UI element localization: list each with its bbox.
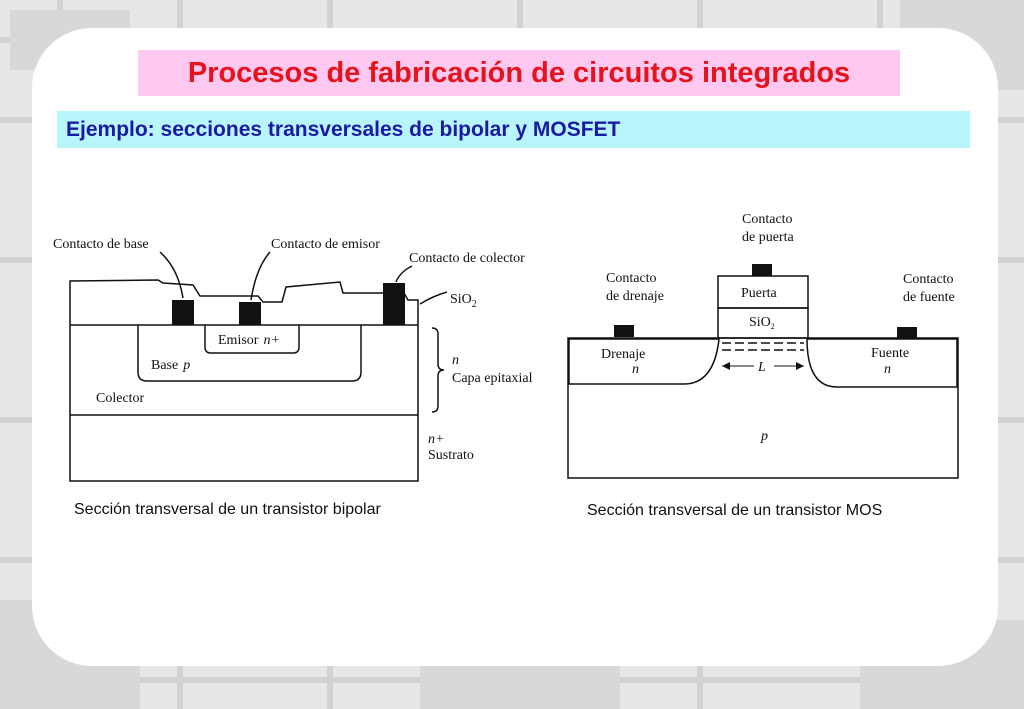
gate-label: Puerta (741, 286, 778, 301)
bipolar-caption: Sección transversal de un transistor bip… (74, 501, 381, 518)
source-region (806, 338, 958, 388)
drain-contact-label-1: Contacto (606, 271, 657, 286)
mos-caption: Sección transversal de un transistor MOS (587, 502, 882, 519)
mos-substrate-type-label: p (760, 429, 768, 444)
emitter-region (204, 325, 300, 354)
drain-contact-pad (614, 325, 634, 337)
collector-contact-leader (395, 265, 413, 283)
bipolar-outline (69, 279, 419, 482)
epitaxial-brace (431, 327, 445, 413)
drain-contact-label-2: de drenaje (606, 289, 664, 304)
bipolar-cross-section: Contacto de base Contacto de emisor Cont… (53, 237, 533, 518)
emitter-contact-label: Contacto de emisor (271, 237, 380, 252)
epitaxial-type-label: n (452, 353, 459, 368)
base-region (137, 325, 362, 382)
drain-region (568, 338, 720, 385)
gate-contact-pad (752, 264, 772, 276)
channel-length-label: L (757, 360, 766, 375)
drain-type-label: n (632, 362, 639, 377)
mos-cross-section: Contacto de puerta Contacto de drenaje C… (567, 212, 959, 519)
source-contact-label-1: Contacto (903, 272, 954, 287)
channel-lines (722, 342, 804, 351)
drain-label: Drenaje (601, 347, 645, 362)
sio2-label: SiO2 (450, 292, 477, 310)
source-contact-pad (897, 327, 917, 339)
source-contact-label-2: de fuente (903, 290, 955, 305)
collector-label: Colector (96, 391, 145, 406)
substrate-type-label: n+ (428, 432, 444, 447)
collector-contact-pad (383, 283, 405, 325)
page-title: Procesos de fabricación de circuitos int… (138, 50, 900, 96)
base-contact-pad (172, 300, 194, 325)
mos-sio2-label: SiO2 (749, 315, 775, 331)
epitaxial-layer-label: Capa epitaxial (452, 371, 533, 386)
emitter-contact-pad (239, 302, 261, 325)
substrate-label: Sustrato (428, 448, 474, 463)
base-contact-leader (159, 251, 184, 299)
source-label: Fuente (871, 346, 909, 361)
base-contact-label: Contacto de base (53, 237, 149, 252)
page-subtitle: Ejemplo: secciones transversales de bipo… (57, 111, 970, 148)
gate-contact-label-1: Contacto (742, 212, 793, 227)
gate-contact-label-2: de puerta (742, 230, 794, 245)
collector-contact-label: Contacto de colector (409, 251, 525, 266)
source-type-label: n (884, 362, 891, 377)
sio2-leader (419, 291, 448, 305)
gate-oxide (717, 307, 809, 339)
emitter-contact-leader (250, 251, 271, 301)
